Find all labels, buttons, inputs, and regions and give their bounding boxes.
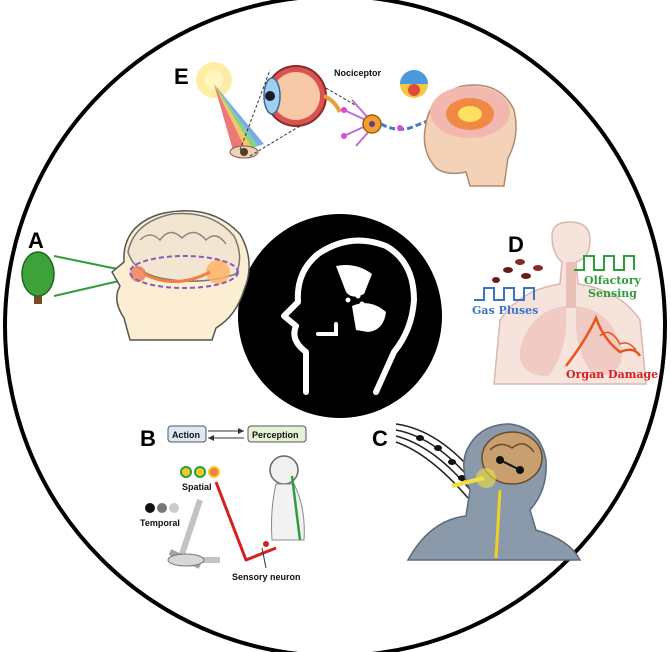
temporal-label: Temporal xyxy=(140,518,180,528)
center-head-icon xyxy=(238,214,442,418)
nociceptor-label: Nociceptor xyxy=(334,68,382,78)
panel-a: A xyxy=(21,210,250,341)
gas-pulse-wave xyxy=(474,287,535,301)
neuron-icon xyxy=(341,99,431,147)
panel-c-letter: C xyxy=(372,426,388,451)
head-brain-icon xyxy=(111,210,250,341)
panel-b-letter: B xyxy=(140,426,156,451)
sensory-neuron-label: Sensory neuron xyxy=(232,572,301,582)
tree-icon xyxy=(21,251,55,304)
arm-icon xyxy=(167,455,305,569)
olfactory-label-1: Olfactory xyxy=(584,274,642,287)
organ-damage-wave xyxy=(565,314,642,367)
gas-pulses-label: Gas Pluses xyxy=(472,304,538,317)
eyeball-diagram xyxy=(263,65,342,127)
panel-e: E Nociceptor xyxy=(174,62,517,187)
eye-icon xyxy=(229,145,259,159)
panel-a-letter: A xyxy=(28,228,44,253)
panel-d-letter: D xyxy=(508,232,524,257)
lungs-icon xyxy=(493,221,647,385)
center-disc xyxy=(238,214,442,418)
temporal-dots xyxy=(145,503,179,513)
panel-e-letter: E xyxy=(174,64,189,89)
spatial-label: Spatial xyxy=(182,482,212,492)
olfactory-label-2: Sensing xyxy=(588,287,637,300)
action-label: Action xyxy=(172,430,200,440)
head-brain-icon xyxy=(423,84,517,187)
perception-box xyxy=(247,425,307,443)
spatial-dots xyxy=(180,466,220,478)
perception-label: Perception xyxy=(252,430,299,440)
brain-sphere-icon xyxy=(400,70,428,98)
olfactory-wave xyxy=(574,255,635,271)
action-box xyxy=(167,425,207,443)
head-brain-icon xyxy=(406,423,582,561)
organ-damage-label: Organ Damage xyxy=(566,368,658,381)
panel-b: B Action Perception Spatial Temporal xyxy=(140,425,307,582)
panel-c: C xyxy=(372,423,582,561)
gas-molecules xyxy=(492,259,543,283)
sun-icon xyxy=(196,62,232,98)
panel-d: D Olfactory Sensing Gas Pluses Organ xyxy=(472,221,658,385)
